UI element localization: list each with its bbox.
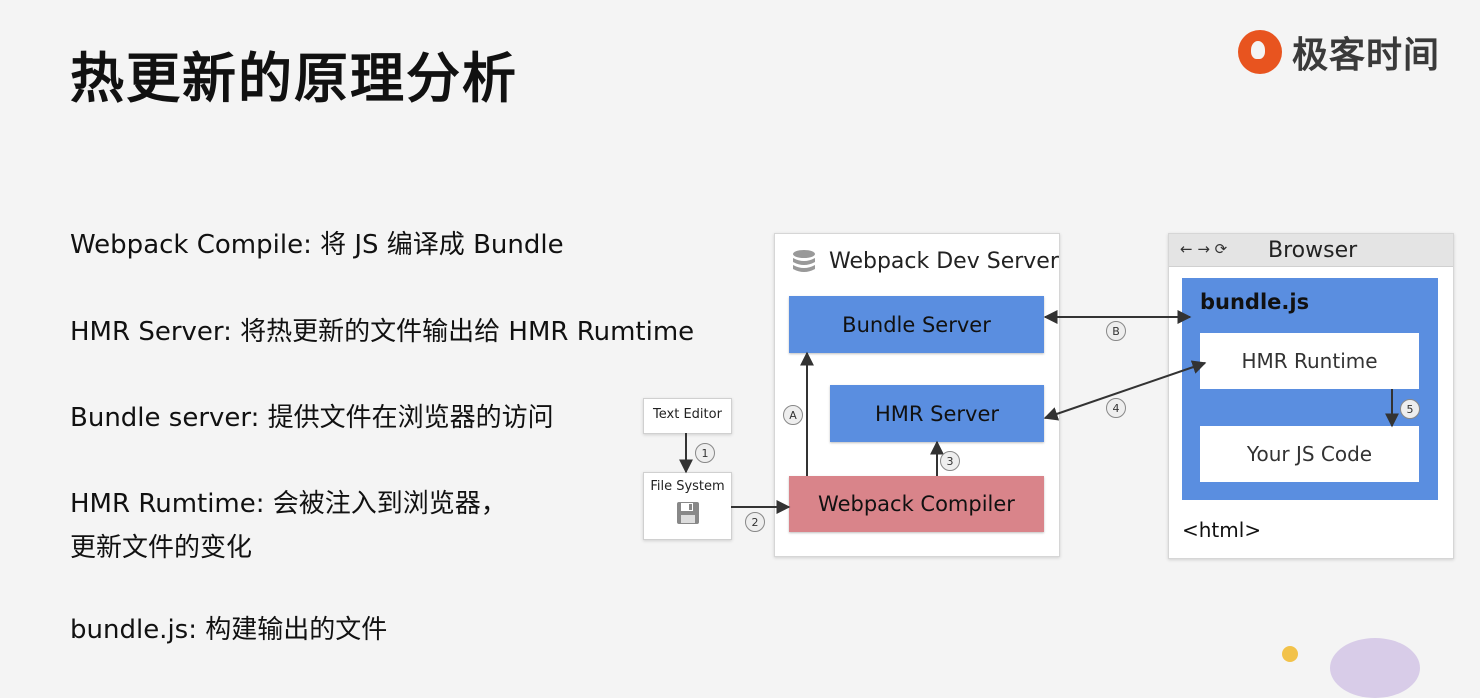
hmr-server-box: HMR Server [830,385,1044,442]
desc-hmr-runtime: HMR Rumtime: 会被注入到浏览器， [70,489,507,519]
your-js-code-box: Your JS Code [1200,426,1419,482]
webpack-compiler-box: Webpack Compiler [789,476,1044,532]
bundle-server-box: Bundle Server [789,296,1044,353]
file-system-box: File System [643,472,732,540]
decorative-dot [1282,646,1298,662]
browser-title: Browser [1268,238,1358,263]
badge-2: 2 [745,512,765,532]
badge-b: B [1106,321,1126,341]
brand-logo: 极客时间 [1238,24,1440,80]
diagram-arrows [679,310,1399,514]
badge-3: 3 [940,451,960,471]
desc-webpack-compile: Webpack Compile: 将 JS 编译成 Bundle [70,230,564,260]
browser-toolbar [1169,234,1453,267]
decorative-circle [1330,638,1420,698]
desc-hmr-server: HMR Server: 将热更新的文件输出给 HMR Rumtime [70,317,695,347]
file-system-label: File System [650,479,725,494]
bundle-js-label: bundle.js [1200,290,1310,314]
html-label: <html> [1182,518,1262,542]
logo-icon [1238,30,1282,74]
text-editor-box: Text Editor [643,398,732,434]
floppy-disk-icon [676,502,699,524]
badge-5: 5 [1400,399,1420,419]
desc-hmr-runtime-cont: 更新文件的变化 [70,533,253,563]
browser-nav-icons: ← → ⟳ [1180,240,1228,258]
dev-server-title: Webpack Dev Server [829,249,1059,274]
hmr-runtime-box: HMR Runtime [1200,333,1419,389]
database-icon [793,250,815,272]
desc-bundle-server: Bundle server: 提供文件在浏览器的访问 [70,403,554,433]
arrow-4 [1043,360,1207,421]
slide-title: 热更新的原理分析 [70,47,518,110]
badge-4: 4 [1106,398,1126,418]
badge-a: A [783,405,803,425]
logo-text: 极客时间 [1292,35,1441,76]
badge-1: 1 [695,443,715,463]
desc-bundle-js: bundle.js: 构建输出的文件 [70,615,388,645]
